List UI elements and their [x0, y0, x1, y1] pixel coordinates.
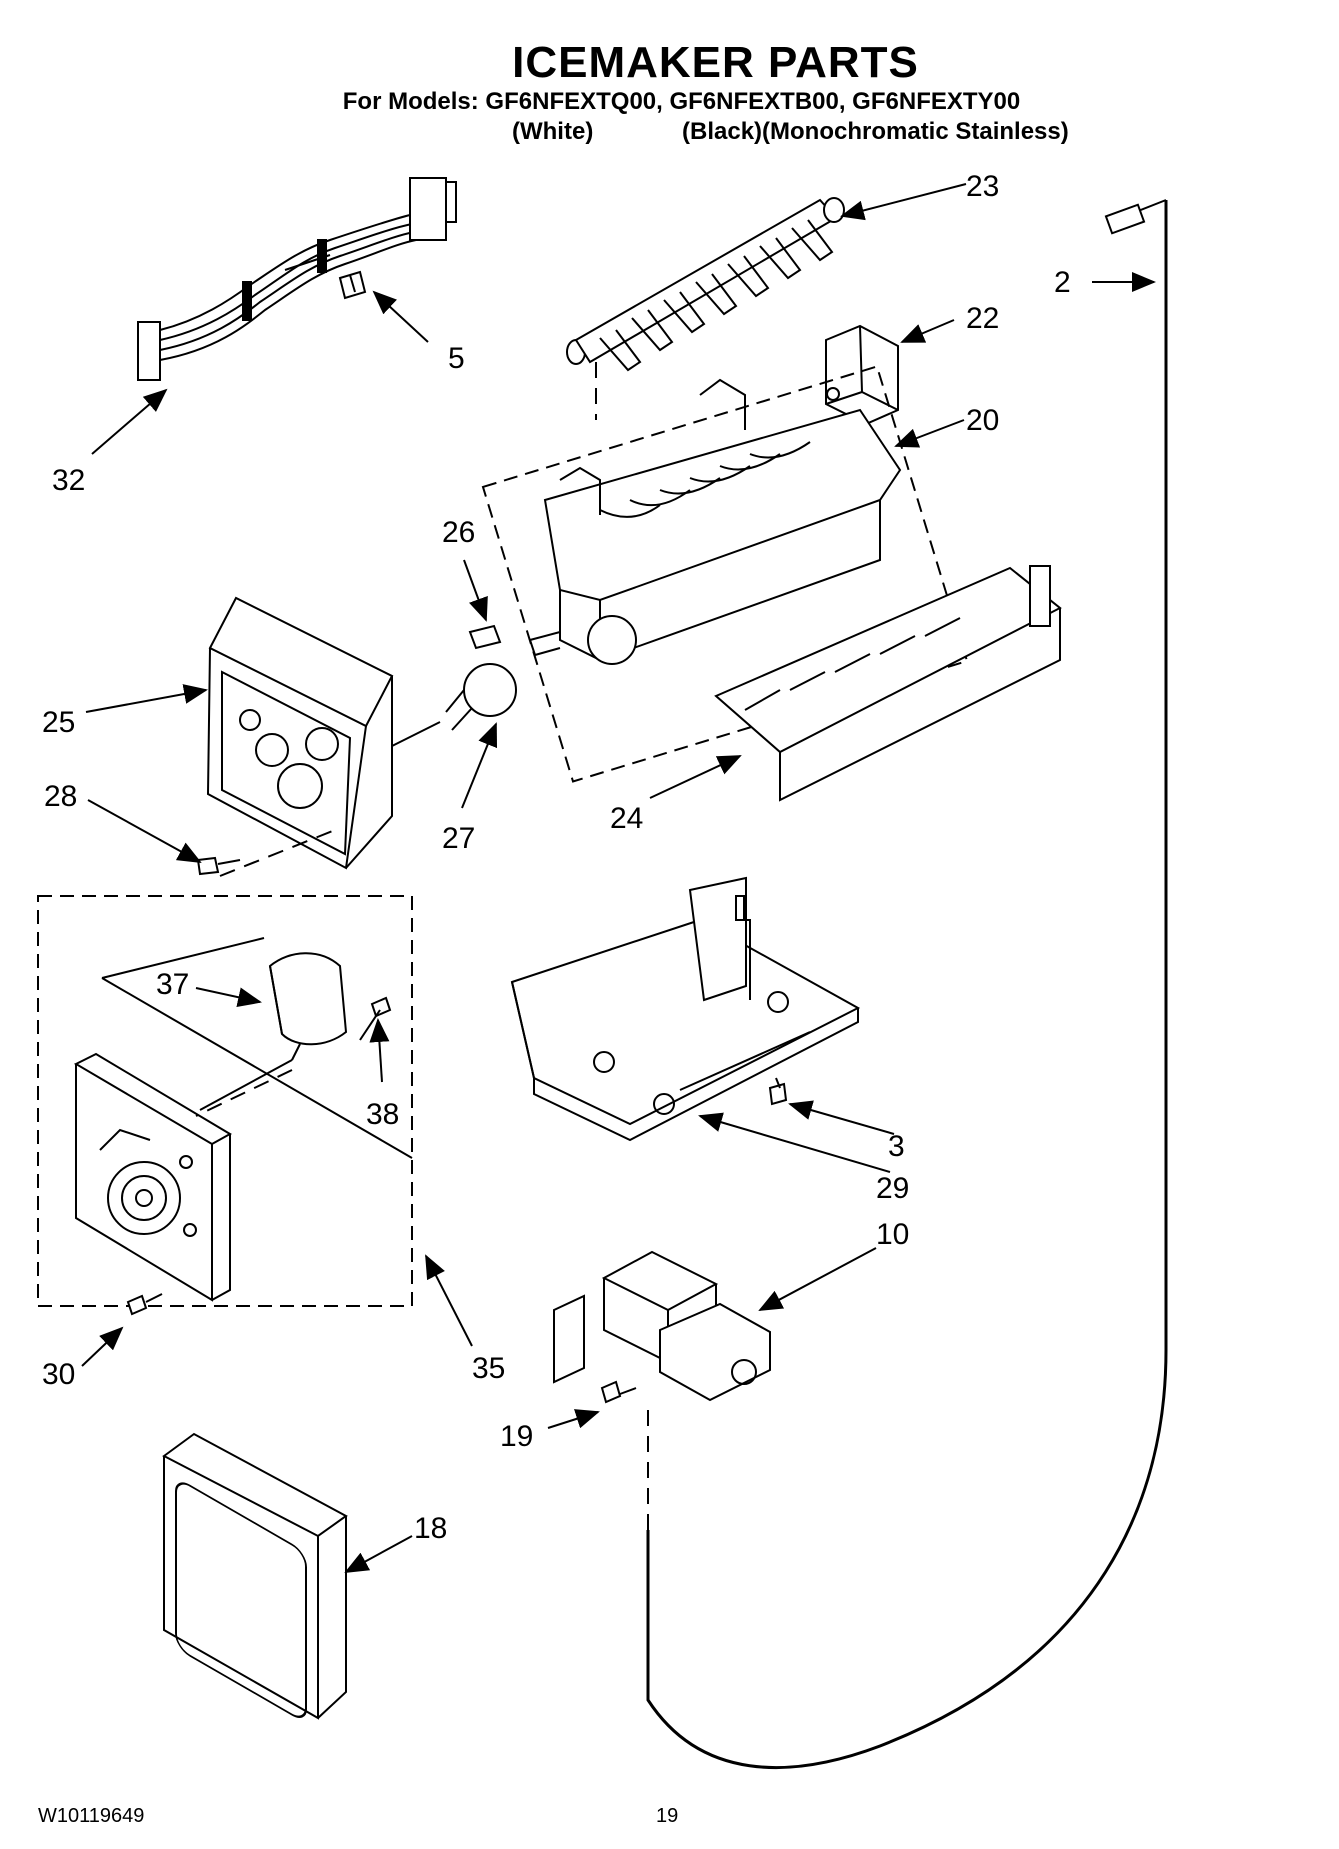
callout-2: 2: [1054, 266, 1071, 299]
wire-harness-part: [137, 177, 457, 381]
leader-lines: [81, 183, 1156, 1573]
callout-27: 27: [442, 822, 475, 855]
callout-38: 38: [366, 1098, 399, 1131]
callout-23: 23: [966, 170, 999, 203]
page-title: ICEMAKER PARTS: [512, 38, 919, 87]
cover-pad-part: [162, 1432, 348, 1720]
callout-19: 19: [500, 1420, 533, 1453]
fill-tube-part: [646, 199, 1168, 1769]
callout-29: 29: [876, 1172, 909, 1205]
models-line: For Models: GF6NFEXTQ00, GF6NFEXTB00, GF…: [342, 88, 1021, 115]
callout-22: 22: [966, 302, 999, 335]
callout-25: 25: [42, 706, 75, 739]
callout-28: 28: [44, 780, 77, 813]
screw-part: [600, 1380, 637, 1404]
screw-part: [359, 996, 392, 1041]
water-valve-part: [553, 1250, 771, 1402]
small-connector-part: [468, 624, 502, 650]
variant-white-label: (White): [512, 118, 594, 145]
screw-part: [768, 1077, 788, 1106]
callout-24: 24: [610, 802, 643, 835]
fill-cup-part: [825, 324, 899, 426]
variant-black-stainless-label: (Black)(Monochromatic Stainless): [682, 118, 1069, 145]
module-outline: [37, 895, 413, 1307]
clip-part: [338, 270, 367, 300]
callout-32: 32: [52, 464, 85, 497]
callout-10: 10: [876, 1218, 909, 1251]
ice-bucket-bracket-part: [510, 876, 861, 1142]
callout-35: 35: [472, 1352, 505, 1385]
motor-module-part: [73, 1052, 233, 1302]
page-number: 19: [656, 1805, 679, 1827]
mold-part: [528, 378, 902, 665]
motor-part: [199, 952, 348, 1111]
callout-3: 3: [888, 1130, 905, 1163]
callout-labels: 23 2 22 5 20 32 26 25 28 27 24 37 38 3 2…: [42, 170, 1071, 1545]
mold-outline: [481, 365, 969, 783]
callout-26: 26: [442, 516, 475, 549]
document-number: W10119649: [38, 1805, 145, 1827]
screw-part: [196, 856, 241, 876]
ejector-part: [566, 197, 845, 372]
screw-part: [126, 1293, 163, 1316]
stripper-part: [714, 565, 1062, 802]
callout-20: 20: [966, 404, 999, 437]
thermostat-part: [445, 663, 517, 731]
alignment-lines: [195, 362, 649, 1530]
callout-5: 5: [448, 342, 465, 375]
callout-30: 30: [42, 1358, 75, 1391]
callout-18: 18: [414, 1512, 447, 1545]
control-housing-part: [206, 596, 441, 870]
callout-37: 37: [156, 968, 189, 1001]
